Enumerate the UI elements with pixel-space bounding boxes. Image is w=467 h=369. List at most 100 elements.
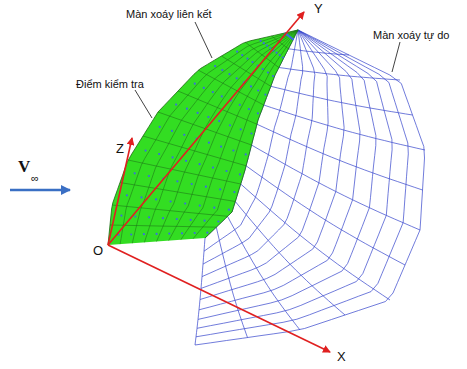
control-point xyxy=(145,150,147,152)
grid-line xyxy=(128,160,241,184)
control-point xyxy=(130,233,132,235)
control-point xyxy=(251,61,253,63)
control-point xyxy=(199,205,201,207)
axes xyxy=(108,12,330,352)
control-point xyxy=(207,116,209,118)
control-point xyxy=(218,120,220,122)
control-point xyxy=(291,37,293,39)
control-point xyxy=(183,134,185,136)
grid-line xyxy=(178,91,257,124)
control-point xyxy=(134,172,136,174)
grid-line xyxy=(288,49,349,55)
grid-line xyxy=(193,30,298,239)
sheet-label: Màn xoáy tự do xyxy=(372,29,450,41)
control-point xyxy=(191,183,193,185)
control-point xyxy=(176,218,178,220)
grid-line xyxy=(257,124,423,190)
axis-label: X xyxy=(337,350,346,364)
control-point xyxy=(264,94,266,96)
control-point xyxy=(228,209,230,211)
leader-lines xyxy=(135,22,400,118)
control-point xyxy=(221,95,223,97)
control-point xyxy=(194,232,196,234)
control-point xyxy=(206,232,208,234)
control-point xyxy=(184,202,186,204)
control-point xyxy=(203,87,205,89)
bound-sheet-fill xyxy=(108,30,298,245)
control-point xyxy=(199,163,201,165)
control-point xyxy=(287,34,289,36)
control-point xyxy=(239,173,241,175)
grid-line xyxy=(245,42,279,68)
control-point xyxy=(120,215,122,217)
control-point xyxy=(204,220,206,222)
control-point xyxy=(282,56,284,58)
control-point xyxy=(186,108,188,110)
axis-label: Y xyxy=(314,2,323,16)
control-point xyxy=(208,142,210,144)
control-point xyxy=(148,216,150,218)
grid-line xyxy=(120,183,235,202)
control-point xyxy=(158,153,160,155)
control-point xyxy=(250,85,252,87)
control-point xyxy=(269,47,271,49)
control-point xyxy=(248,108,250,110)
control-point xyxy=(140,196,142,198)
control-point xyxy=(134,215,136,217)
control-point xyxy=(241,54,243,56)
control-point xyxy=(176,180,178,182)
control-point xyxy=(214,65,216,67)
control-point xyxy=(279,54,281,56)
control-point xyxy=(266,45,268,47)
control-point xyxy=(232,149,234,151)
control-point xyxy=(213,207,215,209)
grid-line xyxy=(120,30,298,244)
control-point xyxy=(263,42,265,44)
control-point xyxy=(229,124,231,126)
control-point xyxy=(143,233,145,235)
control-point xyxy=(228,73,230,75)
control-point xyxy=(220,146,222,148)
grid-line xyxy=(241,184,390,300)
bound-vortex-sheet xyxy=(108,30,298,245)
control-point xyxy=(212,167,214,169)
grid-line xyxy=(112,205,228,216)
control-point xyxy=(162,217,164,219)
grid-line xyxy=(228,216,301,330)
control-point xyxy=(185,160,187,162)
control-point xyxy=(236,77,238,79)
axis-label: O xyxy=(93,244,103,258)
control-point xyxy=(212,91,214,93)
control-point xyxy=(236,51,238,53)
control-point xyxy=(155,198,157,200)
control-point xyxy=(239,104,241,106)
control-point xyxy=(260,40,262,42)
control-point xyxy=(197,112,199,114)
freestream-arrow xyxy=(10,189,70,192)
control-point xyxy=(175,104,177,106)
control-point xyxy=(250,132,252,134)
sheet-label: Màn xoáy liên kết xyxy=(125,8,213,20)
velocity-symbol: V xyxy=(18,158,30,177)
control-point xyxy=(292,38,294,40)
control-point xyxy=(205,186,207,188)
control-point xyxy=(168,233,170,235)
control-point xyxy=(159,126,161,128)
grid-line xyxy=(252,145,421,230)
control-point xyxy=(289,36,291,38)
control-point xyxy=(245,153,247,155)
grid-line xyxy=(143,136,246,166)
control-point xyxy=(190,219,192,221)
control-point xyxy=(225,170,227,172)
control-point xyxy=(246,58,248,60)
control-point xyxy=(221,69,223,71)
control-point xyxy=(262,68,264,70)
grid-line xyxy=(246,166,405,265)
control-point xyxy=(257,112,259,114)
control-point xyxy=(126,194,128,196)
grid-line xyxy=(216,227,247,337)
axis-label: Z xyxy=(116,142,124,156)
control-point xyxy=(172,156,174,158)
control-point xyxy=(181,232,183,234)
